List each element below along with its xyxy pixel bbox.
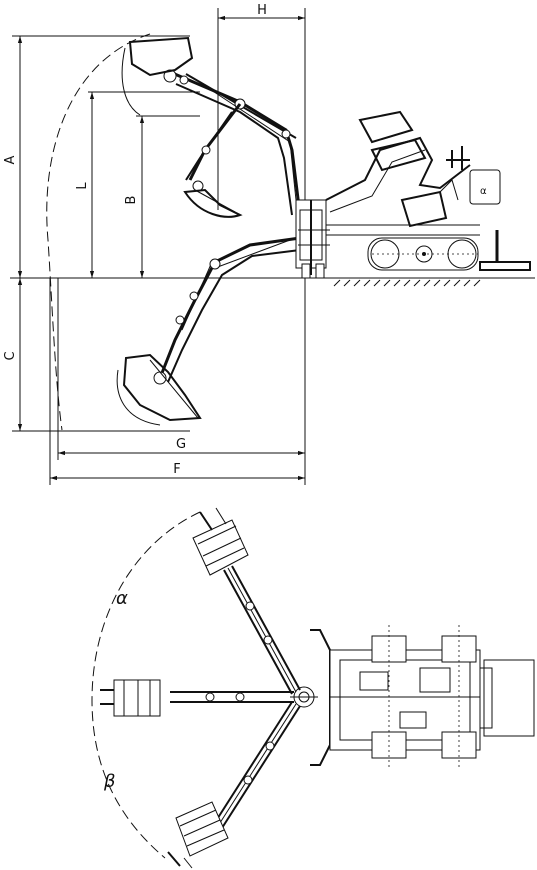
swing-pivot (290, 686, 318, 708)
tractor-plan (310, 625, 535, 770)
label-f: F (173, 462, 180, 477)
wheel-front-right (441, 635, 477, 663)
label-c: C (3, 351, 18, 360)
control-levers (446, 146, 470, 170)
label-beta: β (103, 771, 116, 792)
lowered-boom (116, 236, 301, 426)
tractor-frame: α (325, 110, 531, 271)
stowed-bucket-2 (370, 138, 427, 172)
arm-middle-position (100, 679, 294, 717)
raised-boom (121, 36, 302, 218)
label-g: G (176, 437, 186, 452)
label-alpha: α (116, 588, 128, 609)
cab-marker: α (480, 186, 487, 197)
ground-hatch (333, 279, 481, 287)
label-l: L (75, 182, 90, 190)
reach-arc (46, 33, 151, 431)
side-view: A C L B H G F (3, 3, 535, 485)
top-view: α β (91, 507, 535, 869)
label-b: B (124, 196, 139, 205)
arm-upper-position (192, 507, 301, 695)
arm-lower-position (167, 701, 301, 869)
stowed-bucket-1 (358, 110, 414, 144)
hydraulic-tank (469, 169, 501, 205)
swing-arc (91, 511, 201, 859)
swing-post (295, 199, 330, 279)
operator-seat (400, 190, 448, 228)
label-a: A (3, 155, 18, 164)
label-h: H (257, 3, 267, 18)
wheel-front-left (371, 635, 407, 663)
